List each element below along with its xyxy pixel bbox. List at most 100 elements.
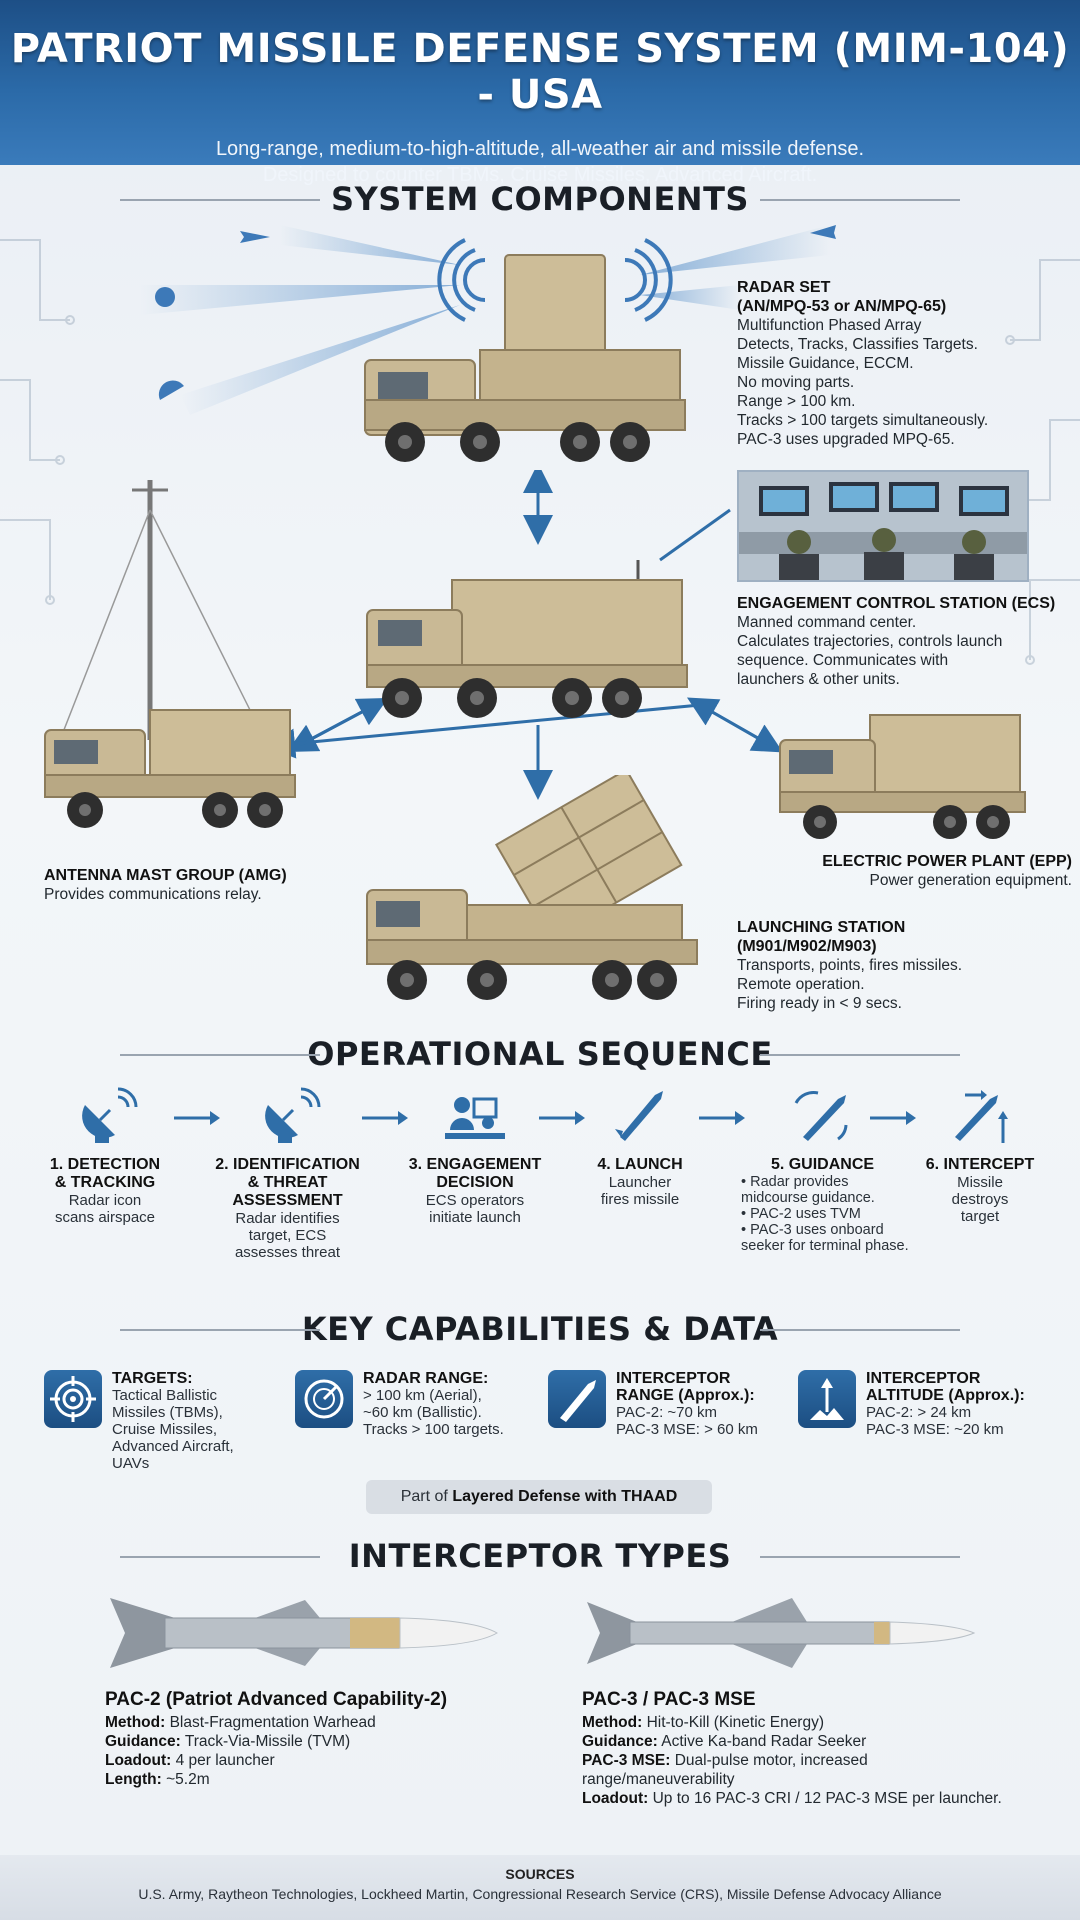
page-title: PATRIOT MISSILE DEFENSE SYSTEM (MIM-104)… bbox=[10, 26, 1070, 118]
step-3-desc: ECS operators initiate launch bbox=[425, 1192, 525, 1226]
radar-set-info: RADAR SET (AN/MPQ-53 or AN/MPQ-65) Multi… bbox=[737, 278, 1067, 449]
row-value: Active Ka-band Radar Seeker bbox=[657, 1733, 867, 1750]
launcher-info: LAUNCHING STATION (M901/M902/M903) Trans… bbox=[737, 918, 1067, 1013]
capability-desc: > 100 km (Aerial), ~60 km (Ballistic). T… bbox=[363, 1387, 504, 1438]
pac2-info: PAC-2 (Patriot Advanced Capability-2) Me… bbox=[105, 1690, 545, 1789]
ecs-vehicle bbox=[366, 560, 688, 718]
epp-info: ELECTRIC POWER PLANT (EPP) Power generat… bbox=[772, 852, 1072, 890]
pac3-row: Method: Hit-to-Kill (Kinetic Energy) bbox=[582, 1713, 1012, 1732]
sources-footer: SOURCES U.S. Army, Raytheon Technologies… bbox=[0, 1866, 1080, 1902]
layered-bold: Layered Defense with THAAD bbox=[452, 1488, 678, 1505]
sources-background bbox=[0, 1855, 1080, 1920]
radar-set-desc: Multifunction Phased Array Detects, Trac… bbox=[737, 317, 989, 448]
launcher-desc: Transports, points, fires missiles. Remo… bbox=[737, 957, 963, 1012]
altitude-icon bbox=[798, 1370, 856, 1428]
pac2-row: Method: Blast-Fragmentation Warhead bbox=[105, 1713, 545, 1732]
capability-desc: Tactical Ballistic Missiles (TBMs), Crui… bbox=[112, 1387, 234, 1472]
step-6-desc: Missile destroys target bbox=[951, 1174, 1009, 1225]
launching-station-vehicle bbox=[366, 775, 698, 1000]
capability-title: TARGETS: bbox=[112, 1370, 193, 1387]
sequence-step-6: 6. INTERCEPT Missile destroys target bbox=[905, 1085, 1055, 1225]
amg-desc: Provides communications relay. bbox=[44, 886, 262, 903]
capability-title: INTERCEPTOR ALTITUDE (Approx.): bbox=[866, 1370, 1025, 1404]
pac2-row: Length: ~5.2m bbox=[105, 1770, 545, 1789]
radar-dish-icon bbox=[82, 1087, 138, 1143]
ecs-info: ENGAGEMENT CONTROL STATION (ECS) Manned … bbox=[737, 594, 1077, 689]
row-value: Blast-Fragmentation Warhead bbox=[165, 1714, 376, 1731]
sequence-arrow-5 bbox=[870, 1111, 916, 1125]
row-key: Method: bbox=[105, 1714, 166, 1731]
row-key: Method: bbox=[582, 1714, 643, 1731]
row-key: Guidance: bbox=[105, 1733, 181, 1750]
radar-set-model: (AN/MPQ-53 or AN/MPQ-65) bbox=[737, 298, 947, 315]
amg-info: ANTENNA MAST GROUP (AMG) Provides commun… bbox=[44, 866, 364, 904]
pac2-missile-graphic bbox=[110, 1598, 498, 1668]
step-5-bullet: PAC-2 uses TVM bbox=[741, 1206, 910, 1222]
power-plant-vehicle bbox=[779, 714, 1026, 839]
capability-title: RADAR RANGE: bbox=[363, 1370, 489, 1387]
step-1-title: 1. DETECTION & TRACKING bbox=[49, 1156, 161, 1191]
sequence-arrow-2 bbox=[362, 1111, 408, 1125]
step-2-title: 2. IDENTIFICATION & THREAT ASSESSMENT bbox=[215, 1156, 360, 1209]
section-title-capabilities: KEY CAPABILITIES & DATA bbox=[0, 1310, 1080, 1348]
step-5-bullet: PAC-3 uses onboard seeker for terminal p… bbox=[741, 1222, 910, 1254]
pac2-row: Loadout: 4 per launcher bbox=[105, 1751, 545, 1770]
page-subtitle: Long-range, medium-to-high-altitude, all… bbox=[0, 136, 1080, 188]
pac3-row: Loadout: Up to 16 PAC-3 CRI / 12 PAC-3 M… bbox=[582, 1789, 1012, 1808]
row-value: Up to 16 PAC-3 CRI / 12 PAC-3 MSE per la… bbox=[648, 1790, 1002, 1807]
step-5-title: 5. GUIDANCE bbox=[770, 1156, 875, 1173]
step-2-desc: Radar identifies target, ECS assesses th… bbox=[234, 1210, 341, 1261]
pac2-name: PAC-2 (Patriot Advanced Capability-2) bbox=[105, 1689, 448, 1710]
subtitle-line-2: Designed to counter TBMs, Cruise Missile… bbox=[262, 164, 818, 186]
pac3-name: PAC-3 / PAC-3 MSE bbox=[582, 1689, 756, 1710]
sequence-step-5: 5. GUIDANCE Radar provides midcourse gui… bbox=[735, 1085, 910, 1254]
step-5-bullet: Radar provides midcourse guidance. bbox=[741, 1174, 910, 1206]
capability-targets-text: TARGETS: Tactical Ballistic Missiles (TB… bbox=[112, 1370, 234, 1472]
section-title-components: SYSTEM COMPONENTS bbox=[0, 180, 1080, 218]
pac3-row: Guidance: Active Ka-band Radar Seeker bbox=[582, 1732, 1012, 1751]
missile-icon bbox=[615, 1091, 663, 1141]
sequence-step-1: 1. DETECTION & TRACKING Radar icon scans… bbox=[25, 1085, 185, 1226]
step-3-title: 3. ENGAGEMENT DECISION bbox=[408, 1156, 542, 1191]
sequence-arrow-3 bbox=[539, 1111, 585, 1125]
radar-set-name: RADAR SET bbox=[737, 279, 831, 296]
sequence-step-4: 4. LAUNCH Launcher fires missile bbox=[565, 1085, 715, 1208]
operators-icon bbox=[445, 1097, 505, 1139]
row-key: Loadout: bbox=[105, 1752, 172, 1769]
row-key: Guidance: bbox=[582, 1733, 658, 1750]
sequence-arrow-4 bbox=[699, 1111, 745, 1125]
row-value: ~5.2m bbox=[161, 1771, 210, 1788]
row-key: Loadout: bbox=[582, 1790, 649, 1807]
sources-title: SOURCES bbox=[505, 1866, 575, 1882]
launcher-name: LAUNCHING STATION bbox=[737, 919, 906, 936]
row-key: Length: bbox=[105, 1771, 162, 1788]
step-4-title: 4. LAUNCH bbox=[597, 1156, 683, 1173]
capability-altitude-text: INTERCEPTOR ALTITUDE (Approx.): PAC-2: >… bbox=[866, 1370, 1025, 1438]
ecs-desc: Manned command center. Calculates trajec… bbox=[737, 614, 1003, 688]
sources-list: U.S. Army, Raytheon Technologies, Lockhe… bbox=[138, 1886, 942, 1902]
step-4-desc: Launcher fires missile bbox=[600, 1174, 680, 1208]
section-title-sequence: OPERATIONAL SEQUENCE bbox=[0, 1035, 1080, 1073]
radar-dish-icon bbox=[264, 1087, 320, 1143]
radar-scope-icon bbox=[295, 1370, 353, 1428]
amg-name: ANTENNA MAST GROUP (AMG) bbox=[44, 867, 287, 884]
pac3-row: PAC-3 MSE: Dual-pulse motor, increased r… bbox=[582, 1751, 1012, 1789]
capability-desc: PAC-2: > 24 km PAC-3 MSE: ~20 km bbox=[866, 1404, 1004, 1438]
target-icon bbox=[44, 1370, 102, 1428]
sequence-step-2: 2. IDENTIFICATION & THREAT ASSESSMENT Ra… bbox=[200, 1085, 375, 1261]
epp-name: ELECTRIC POWER PLANT (EPP) bbox=[822, 853, 1072, 870]
pac2-row: Guidance: Track-Via-Missile (TVM) bbox=[105, 1732, 545, 1751]
missile-range-icon bbox=[548, 1370, 606, 1428]
radar-set-vehicle bbox=[364, 254, 686, 462]
capability-title: INTERCEPTOR RANGE (Approx.): bbox=[616, 1370, 755, 1404]
epp-desc: Power generation equipment. bbox=[869, 872, 1073, 889]
capability-radar-text: RADAR RANGE: > 100 km (Aerial), ~60 km (… bbox=[363, 1370, 504, 1438]
step-1-desc: Radar icon scans airspace bbox=[54, 1192, 156, 1226]
row-key: PAC-3 MSE: bbox=[582, 1752, 671, 1769]
ecs-name: ENGAGEMENT CONTROL STATION (ECS) bbox=[737, 595, 1056, 612]
capability-range-text: INTERCEPTOR RANGE (Approx.): PAC-2: ~70 … bbox=[616, 1370, 758, 1438]
row-value: 4 per launcher bbox=[171, 1752, 275, 1769]
sequence-step-3: 3. ENGAGEMENT DECISION ECS operators ini… bbox=[395, 1085, 555, 1226]
subtitle-line-1: Long-range, medium-to-high-altitude, all… bbox=[215, 138, 865, 160]
